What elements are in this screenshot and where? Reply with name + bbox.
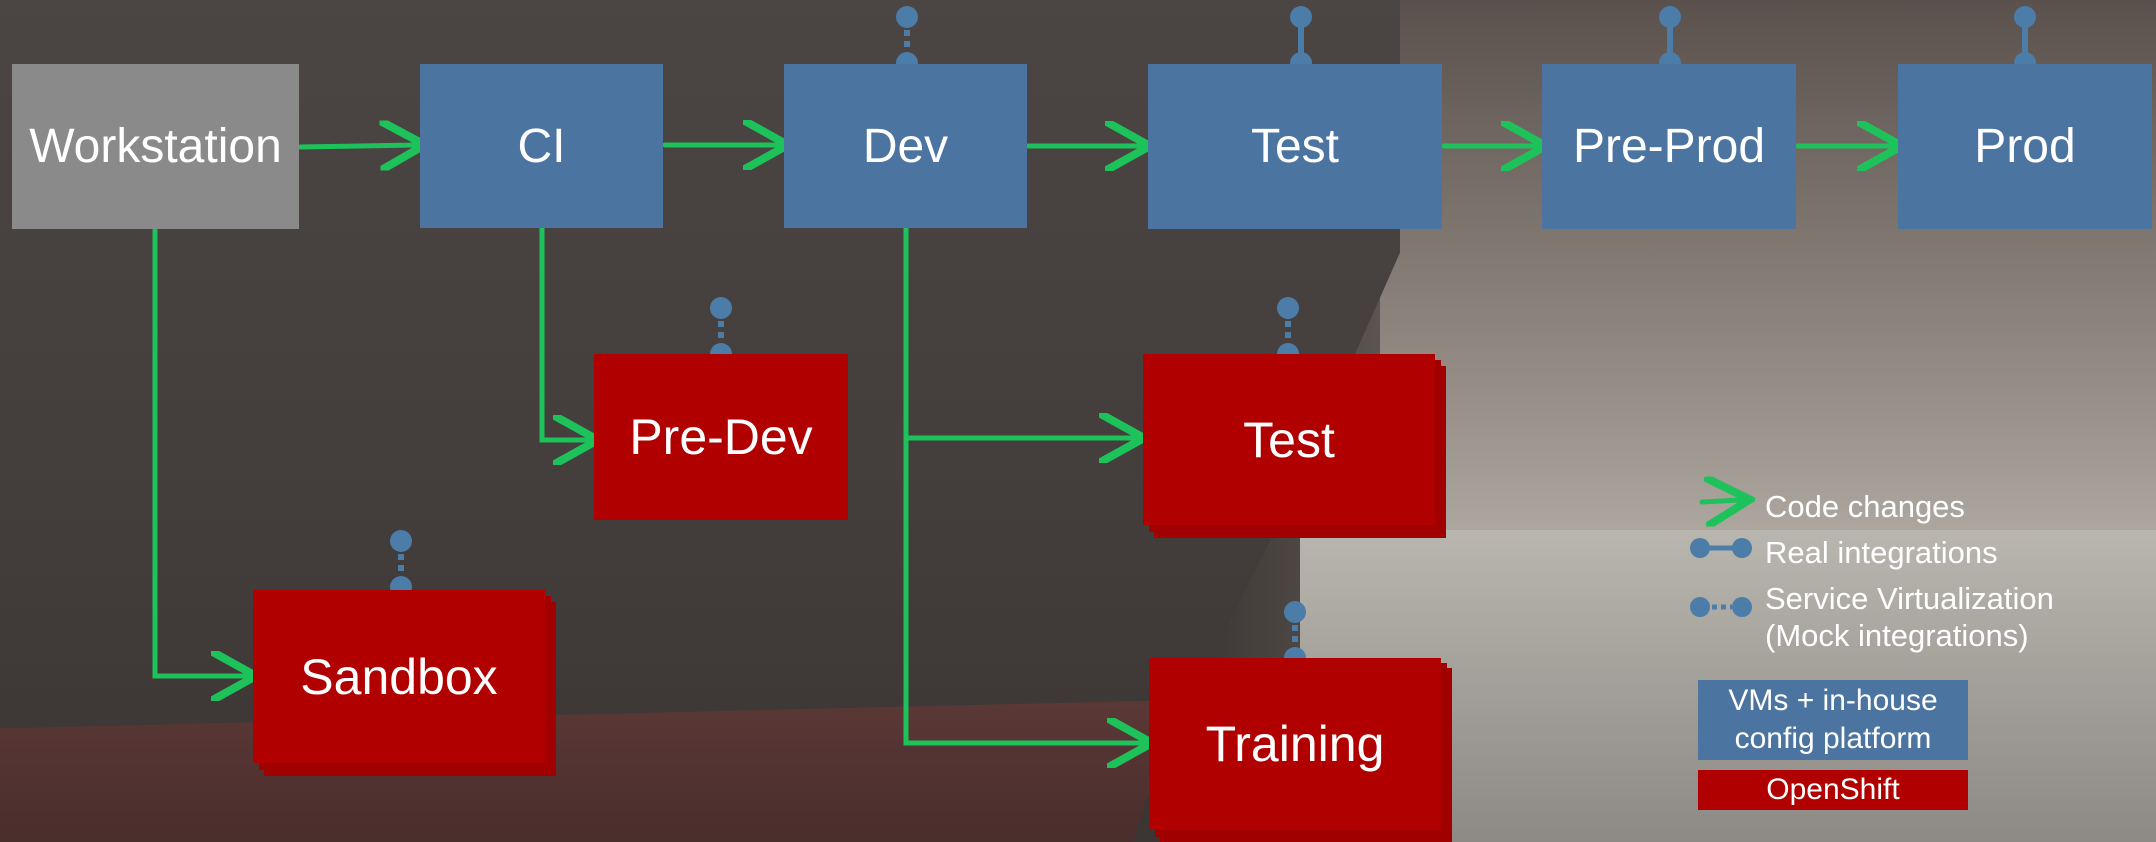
legend-vms-platform: VMs + in-house config platform: [1698, 680, 1968, 760]
arrow-dev-to-training: [903, 435, 1142, 743]
node-workstation-label: Workstation: [29, 120, 282, 173]
arrow-workstation-to-sandbox: [152, 227, 246, 676]
legend-code-changes: Code changes: [1765, 489, 1965, 524]
arrow-ci-to-predev: [539, 225, 588, 440]
legend-openshift: OpenShift: [1698, 770, 1968, 810]
background-hull-waterline: [0, 700, 1180, 842]
node-ci-label: CI: [517, 119, 566, 173]
node-ci: CI: [420, 64, 663, 228]
mock-integration-predev: [710, 297, 732, 365]
mock-integration-sandbox: [390, 530, 412, 598]
legend-real-integration-symbol: [1690, 538, 1752, 558]
node-test: Test: [1148, 64, 1442, 229]
node-training-label: Training: [1205, 716, 1385, 772]
legend-arrow: [1699, 500, 1740, 502]
legend-vms-line2: config platform: [1734, 722, 1932, 755]
arrow-workstation-to-ci: [297, 145, 415, 147]
node-preprod: Pre-Prod: [1542, 64, 1796, 229]
node-predev-label: Pre-Dev: [629, 409, 813, 465]
node-predev: Pre-Dev: [594, 354, 848, 520]
legend-vms-line1: VMs + in-house: [1728, 684, 1938, 717]
node-training: Training: [1149, 658, 1441, 830]
legend-real-integrations: Real integrations: [1765, 535, 1998, 570]
node-workstation: Workstation: [12, 64, 299, 229]
node-test-red: Test: [1143, 354, 1435, 525]
legend-service-virtualization: Service Virtualization: [1765, 581, 2054, 616]
node-preprod-label: Pre-Prod: [1572, 120, 1766, 173]
node-test-red-label: Test: [1243, 411, 1335, 468]
node-sandbox: Sandbox: [253, 590, 545, 763]
node-dev-label: Dev: [862, 119, 949, 173]
legend-mock-integration-symbol: [1690, 597, 1752, 617]
legend-openshift-label: OpenShift: [1766, 773, 1900, 806]
node-prod-label: Prod: [1974, 120, 2076, 173]
arrow-dev-to-test-red: [903, 225, 1134, 438]
node-test-label: Test: [1250, 120, 1340, 173]
legend-mock-integrations: (Mock integrations): [1765, 618, 2029, 653]
node-sandbox-label: Sandbox: [300, 648, 498, 705]
node-prod: Prod: [1898, 64, 2152, 229]
node-dev: Dev: [784, 64, 1027, 228]
